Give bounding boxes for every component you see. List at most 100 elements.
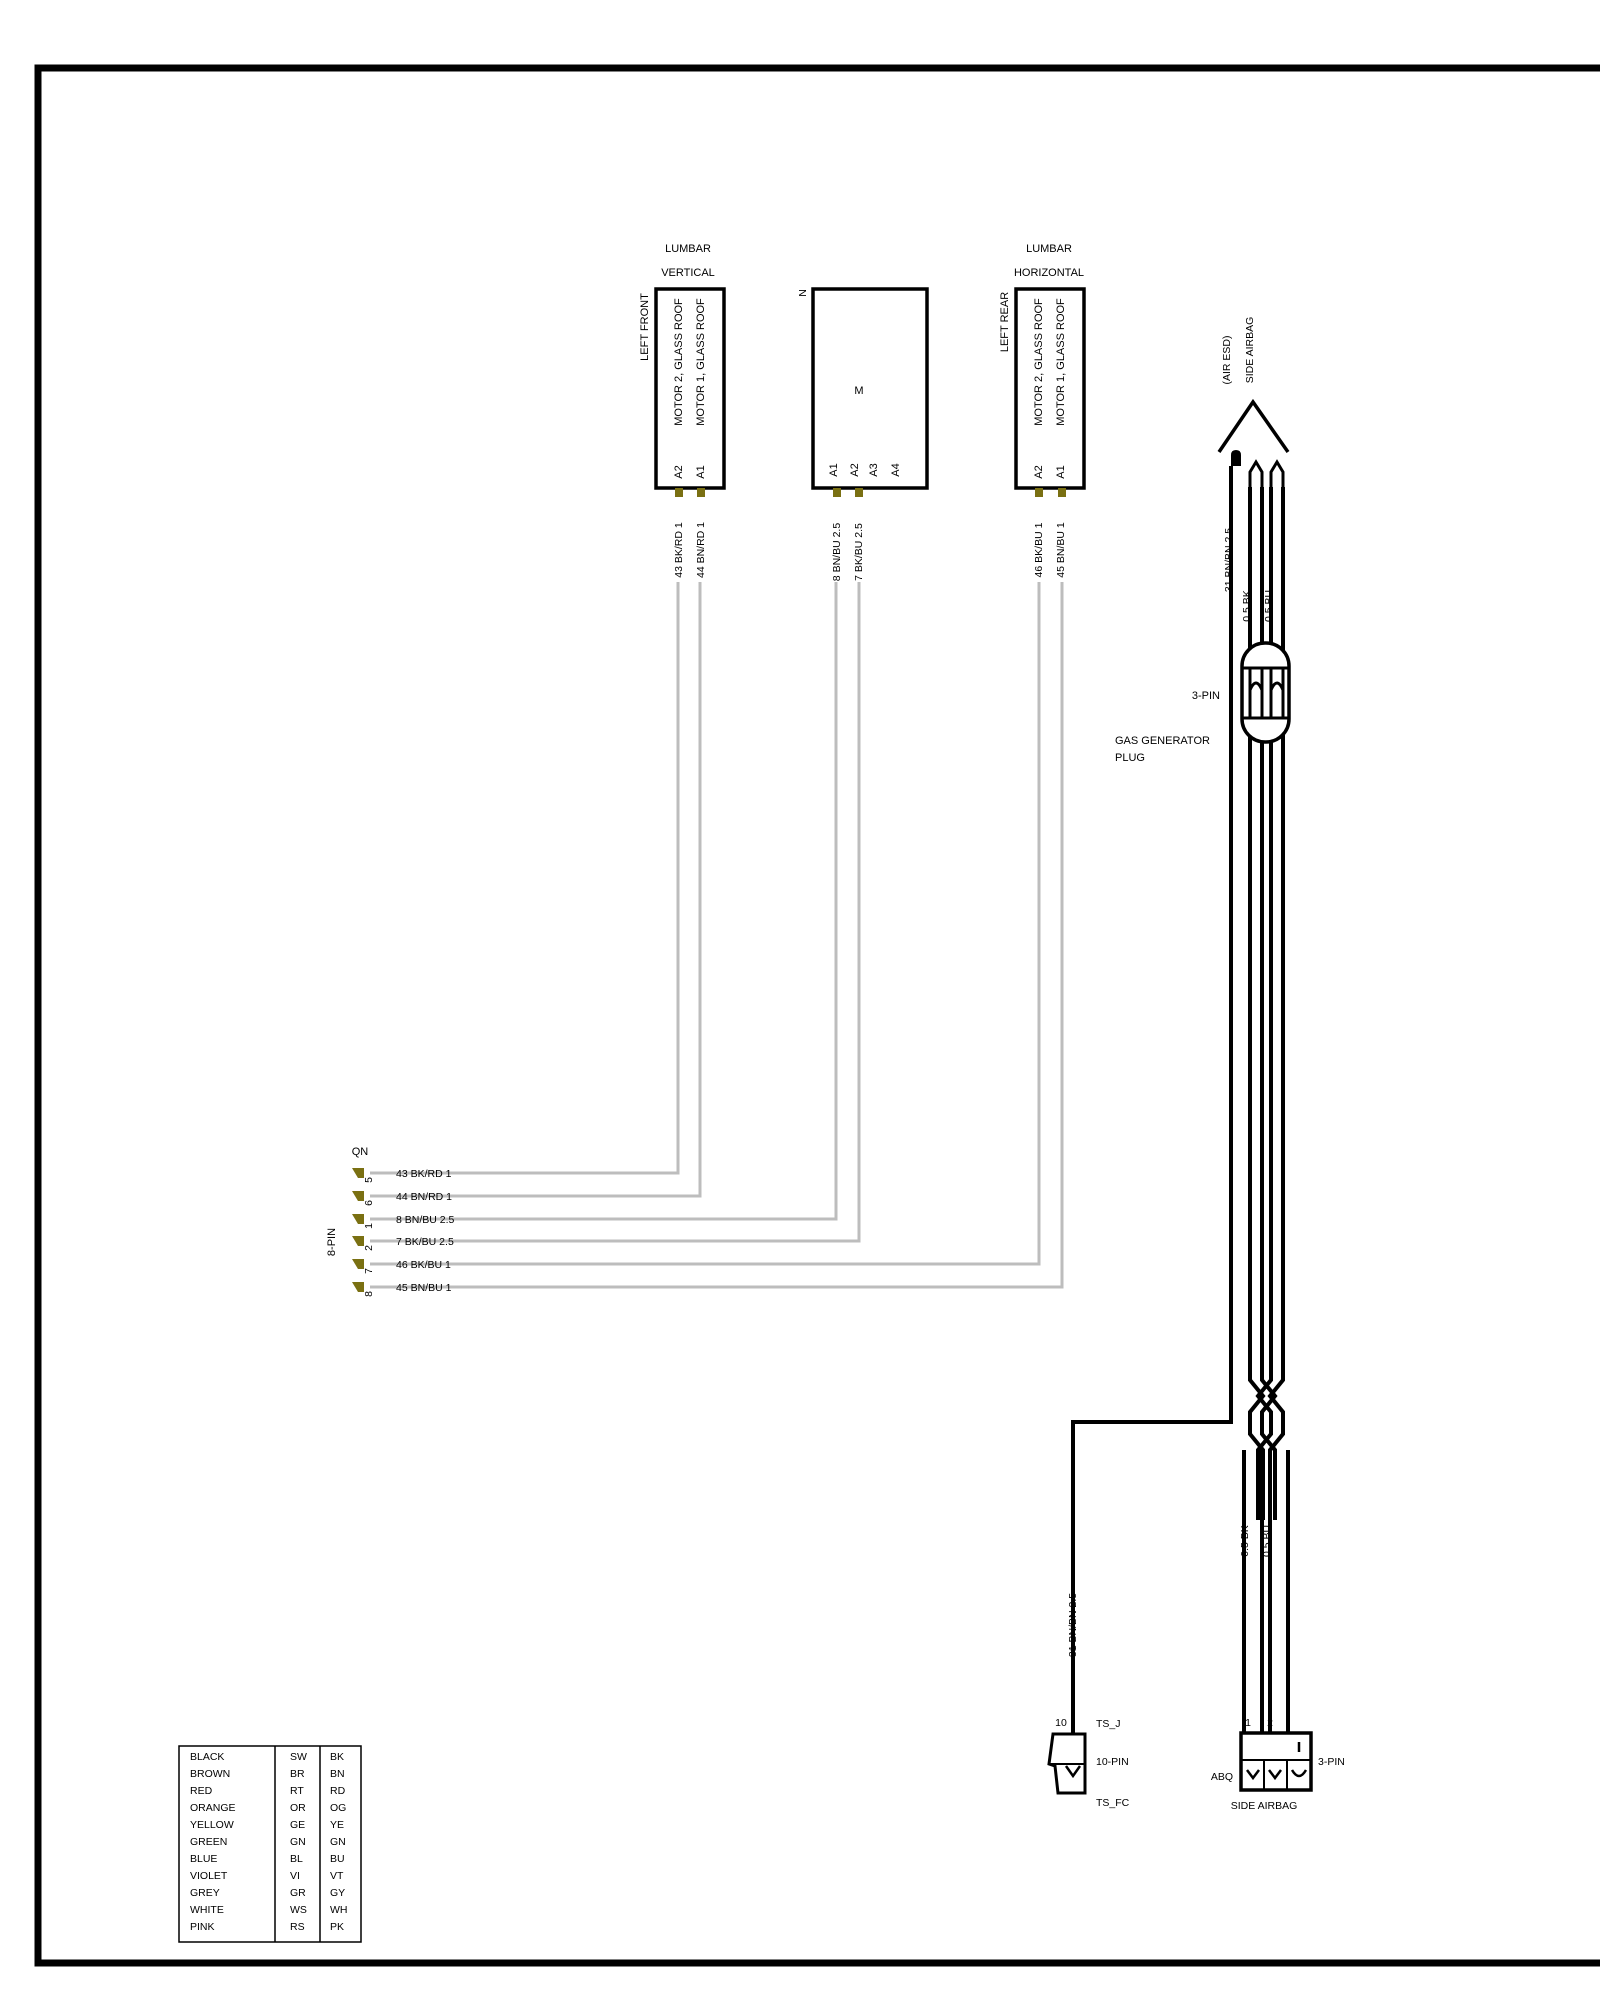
terminal-icon xyxy=(1246,1769,1260,1781)
legend-color-name: VIOLET xyxy=(190,1870,228,1882)
qn-row: 1 8 BN/BU 2.5 xyxy=(352,1214,455,1229)
lumbar-horizontal-box xyxy=(1014,287,1086,490)
motor-m-pin-a1: A1 xyxy=(828,463,840,476)
legend-color-code: GN xyxy=(330,1836,346,1848)
side-airbag-top-line-2: SIDE AIRBAG xyxy=(1244,317,1256,384)
legend-color-name: GREEN xyxy=(190,1836,227,1848)
wire-label-bu-bottom: 0.5 BU xyxy=(1261,1525,1273,1557)
motor-m-pin-a2: A2 xyxy=(849,463,861,476)
qn-wire-label: 43 BK/RD 1 xyxy=(396,1168,452,1180)
lumbar-horizontal-title-1: LUMBAR xyxy=(1026,243,1072,255)
lumbar-horizontal-motor-2: MOTOR 2, GLASS ROOF xyxy=(1033,298,1045,426)
legend-color-code: YE xyxy=(330,1819,344,1831)
legend-color-code: BK xyxy=(330,1751,344,1763)
qn-row: 5 43 BK/RD 1 xyxy=(352,1168,452,1183)
qn-pin-number: 2 xyxy=(363,1245,375,1251)
lumbar-horizontal-side: LEFT REAR xyxy=(999,292,1011,352)
lumbar-horizontal-pin-a1: A1 xyxy=(1055,465,1067,478)
legend-color-name: WHITE xyxy=(190,1904,224,1916)
legend-color-code: PK xyxy=(330,1921,344,1933)
wire-label-44: 44 BN/RD 1 xyxy=(695,522,707,578)
abq-connector-body xyxy=(1239,1731,1313,1792)
lumbar-horizontal-title-2: HORIZONTAL xyxy=(1014,267,1084,279)
legend-german-code: RT xyxy=(290,1785,304,1797)
motor-m-pin-a4: A4 xyxy=(890,463,902,476)
ground-terminal-icon xyxy=(1231,450,1241,466)
legend-color-code: WH xyxy=(330,1904,348,1916)
gas-generator-plug[interactable]: 3-PIN GAS GENERATOR PLUG xyxy=(1115,641,1291,764)
qn-row: 7 46 BK/BU 1 xyxy=(352,1259,451,1274)
wire-label-43: 43 BK/RD 1 xyxy=(673,522,685,578)
wire-label-bk-bottom: 0.5 BK xyxy=(1239,1525,1251,1557)
legend-german-code: RS xyxy=(290,1921,305,1933)
pin-marker xyxy=(833,488,841,497)
abq-pin-1: 1 xyxy=(1245,1717,1251,1729)
wire-46 xyxy=(370,582,1041,1266)
lumbar-horizontal-motor[interactable]: LUMBAR HORIZONTAL LEFT REAR MOTOR 2, GLA… xyxy=(999,243,1086,578)
wire-44 xyxy=(370,582,702,1198)
abq-connector[interactable]: 1 2 ABQ 3-PIN SIDE AIRBAG xyxy=(1211,1717,1345,1812)
wire-label-8: 8 BN/BU 2.5 xyxy=(831,523,843,582)
ts-connector[interactable]: 10 TS_J 10-PIN TS_FC xyxy=(1047,1717,1130,1809)
wire-label-45: 45 BN/BU 1 xyxy=(1055,522,1067,578)
qn-pin-number: 5 xyxy=(363,1177,375,1183)
lumbar-vertical-side: LEFT FRONT xyxy=(639,293,651,361)
side-airbag-top-line-1: (AIR ESD) xyxy=(1221,335,1233,384)
qn-pin-marker xyxy=(352,1214,364,1224)
legend-german-code: GR xyxy=(290,1887,306,1899)
wire-bk-right xyxy=(1260,487,1278,1520)
qn-pin-number: 8 xyxy=(363,1291,375,1297)
legend-german-code: SW xyxy=(290,1751,307,1763)
pin-marker xyxy=(1035,488,1043,497)
lumbar-horizontal-motor-1: MOTOR 1, GLASS ROOF xyxy=(1055,298,1067,426)
qn-wire-label: 44 BN/RD 1 xyxy=(396,1191,452,1203)
qn-pin-marker xyxy=(352,1168,364,1178)
signal-wires xyxy=(370,582,1064,1289)
wire-label-7: 7 BK/BU 2.5 xyxy=(853,523,865,581)
qn-connector-name: QN xyxy=(352,1146,369,1158)
legend-german-code: OR xyxy=(290,1802,306,1814)
ts-pin-number: 10 xyxy=(1055,1717,1067,1729)
terminal-icon xyxy=(1064,1765,1082,1779)
legend-color-code: VT xyxy=(330,1870,344,1882)
wire-8 xyxy=(370,582,838,1221)
motor-m[interactable]: N M A1 A2 A3 A4 8 BN/BU 2.5 7 BK/BU 2.5 xyxy=(797,287,929,582)
legend-german-code: VI xyxy=(290,1870,300,1882)
legend-color-name: BLUE xyxy=(190,1853,217,1865)
legend-color-name: BROWN xyxy=(190,1768,230,1780)
legend-color-name: BLACK xyxy=(190,1751,224,1763)
lumbar-vertical-motor[interactable]: LUMBAR VERTICAL LEFT FRONT MOTOR 2, GLAS… xyxy=(639,243,726,578)
wire-bu-left xyxy=(1255,487,1273,1520)
qn-pin-marker xyxy=(352,1236,364,1246)
qn-pin-marker xyxy=(352,1191,364,1201)
wire-43 xyxy=(370,582,680,1175)
lumbar-vertical-pin-a2: A2 xyxy=(673,465,685,478)
lumbar-vertical-pin-a1: A1 xyxy=(695,465,707,478)
pin-marker xyxy=(675,488,683,497)
terminal-icon xyxy=(1268,1769,1282,1781)
lumbar-vertical-title-1: LUMBAR xyxy=(665,243,711,255)
motor-m-box xyxy=(811,287,929,490)
legend-color-name: PINK xyxy=(190,1921,215,1933)
qn-row: 8 45 BN/BU 1 xyxy=(352,1282,452,1297)
legend-color-name: RED xyxy=(190,1785,213,1797)
qn-connector[interactable]: QN 8-PIN 5 43 BK/RD 1 6 44 BN/RD 1 1 8 B… xyxy=(326,1146,455,1297)
abq-left-label: ABQ xyxy=(1211,1771,1233,1783)
pin-marker xyxy=(697,488,705,497)
wire-7 xyxy=(370,582,861,1243)
legend-german-code: BL xyxy=(290,1853,303,1865)
pin-tip-icon xyxy=(1248,459,1264,487)
terminal-icon xyxy=(1290,1769,1308,1778)
ground-wire-label-bottom: 31 BN/BN 2.5 xyxy=(1067,1593,1079,1657)
motor-m-pin-a3: A3 xyxy=(868,463,880,476)
page-frame xyxy=(34,64,1600,1967)
motor-ref-label: N xyxy=(797,289,809,297)
ts-label-mid: 10-PIN xyxy=(1096,1756,1129,1768)
wire-label-46: 46 BK/BU 1 xyxy=(1033,522,1045,577)
legend-color-name: YELLOW xyxy=(190,1819,234,1831)
legend-color-name: GREY xyxy=(190,1887,220,1899)
qn-wire-label: 46 BK/BU 1 xyxy=(396,1259,451,1271)
